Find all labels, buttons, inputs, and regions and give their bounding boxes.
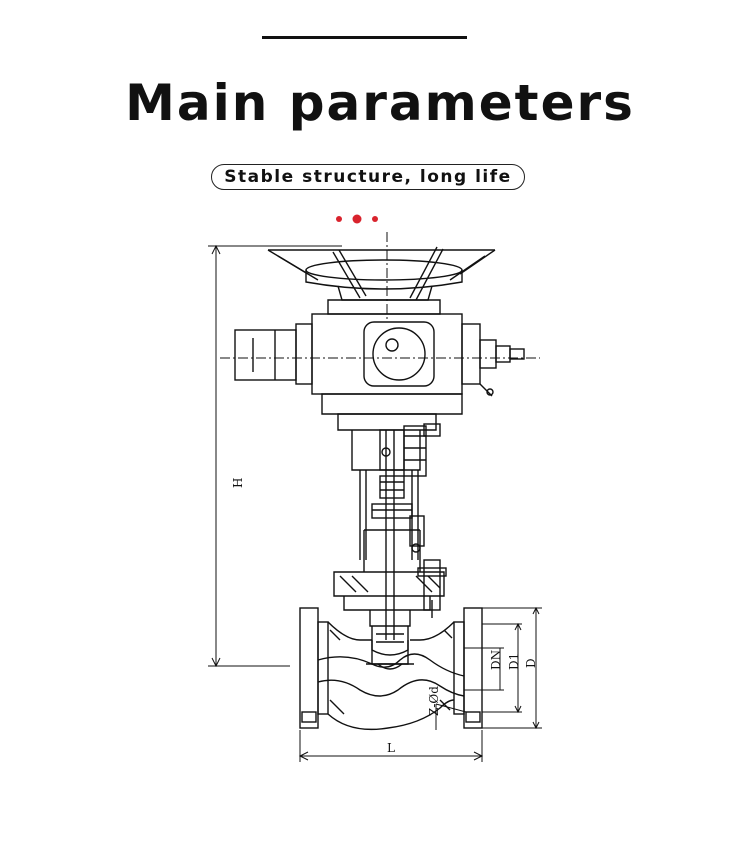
dimension-lines [208, 244, 542, 762]
dimension-label-bolt-holes: Z-Ød [427, 686, 441, 716]
dimension-label-dn: DN [489, 650, 503, 670]
valve-bonnet [333, 529, 447, 656]
yoke-bracket [351, 423, 441, 640]
dimension-label-l: L [387, 741, 395, 755]
subtitle-text: Stable structure, long life [224, 167, 512, 187]
top-decorative-rule [262, 36, 467, 39]
electric-actuator [234, 313, 525, 431]
dimension-label-d1: D1 [507, 653, 521, 670]
valve-body [299, 607, 483, 731]
handwheel [267, 246, 496, 315]
dimension-label-d: D [524, 658, 538, 668]
center-lines [220, 232, 540, 359]
subtitle-badge: Stable structure, long life [211, 164, 525, 190]
dimension-label-h: H [231, 478, 245, 488]
page-title: Main parameters [125, 74, 635, 132]
accent-dots-icon [336, 214, 378, 224]
